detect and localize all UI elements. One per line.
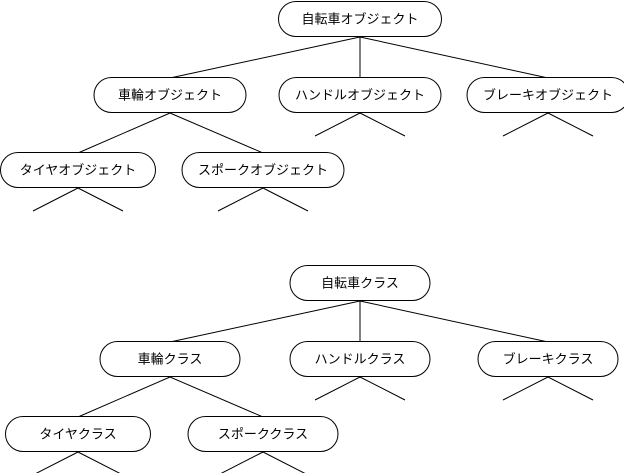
tree-node-cls-root[interactable]: 自転車クラス: [289, 265, 431, 301]
tree-edge-stub: [77, 187, 124, 212]
tree-node-cls-tire[interactable]: タイヤクラス: [5, 416, 151, 452]
tree-edge: [359, 36, 549, 79]
node-shape: [289, 341, 431, 377]
tree-edge-stub: [77, 451, 121, 473]
node-label: タイヤクラス: [39, 428, 116, 443]
node-label: ブレーキクラス: [503, 352, 594, 368]
node-shape: [466, 77, 624, 113]
node-label: ハンドルオブジェクト: [295, 88, 425, 104]
node-label: 車輪クラス: [138, 352, 203, 368]
tree-edge-stub: [35, 451, 79, 473]
tree-node-obj-tire[interactable]: タイヤオブジェクト: [0, 152, 156, 188]
tree-edge: [169, 376, 264, 418]
node-label: 車輪オブジェクト: [118, 88, 222, 104]
tree-node-obj-spoke[interactable]: スポークオブジェクト: [181, 152, 345, 188]
tree-edge-stub: [547, 112, 594, 137]
tree-edge: [169, 300, 361, 343]
tree-node-obj-brake[interactable]: ブレーキオブジェクト: [466, 77, 624, 113]
node-label: 自転車オブジェクト: [301, 12, 418, 28]
tree-node-cls-brake[interactable]: ブレーキクラス: [477, 341, 619, 377]
tree-edge: [77, 376, 171, 418]
tree-edge-stub: [32, 187, 79, 212]
node-shape: [99, 341, 241, 377]
node-label: スポーククラス: [218, 428, 308, 443]
tree-node-cls-spoke[interactable]: スポーククラス: [187, 416, 339, 452]
tree-edge-stub: [220, 451, 264, 473]
node-shape: [187, 416, 339, 452]
tree-node-cls-handle[interactable]: ハンドルクラス: [289, 341, 431, 377]
tree-node-cls-wheel[interactable]: 車輪クラス: [99, 341, 241, 377]
tree-edge: [77, 112, 171, 154]
node-label: タイヤオブジェクト: [20, 163, 137, 179]
node-label: 自転車クラス: [321, 277, 399, 292]
tree-edge-stub: [262, 187, 309, 212]
tree-edge-stub: [359, 112, 406, 137]
node-shape: [289, 265, 431, 301]
tree-edge-stub: [262, 451, 306, 473]
node-shape: [278, 77, 442, 113]
tree-edge-stub: [547, 376, 594, 401]
tree-edge-stub: [502, 376, 549, 401]
edge-group: [35, 300, 594, 473]
tree-node-obj-wheel[interactable]: 車輪オブジェクト: [93, 77, 247, 113]
node-shape: [0, 152, 156, 188]
node-label: ブレーキオブジェクト: [483, 88, 613, 104]
tree-edge-stub: [217, 187, 264, 212]
tree-edge: [169, 112, 264, 154]
tree-edge-stub: [314, 112, 361, 137]
edge-group: [32, 36, 594, 212]
tree-node-obj-handle[interactable]: ハンドルオブジェクト: [278, 77, 442, 113]
tree-edge: [359, 300, 549, 343]
node-shape: [477, 341, 619, 377]
tree-edge-stub: [502, 112, 549, 137]
node-shape: [278, 1, 442, 37]
tree-edge-stub: [314, 376, 361, 401]
node-label: ハンドルクラス: [315, 353, 406, 368]
tree-edge-stub: [359, 376, 406, 401]
node-shape: [5, 416, 151, 452]
node-shape: [93, 77, 247, 113]
node-label: スポークオブジェクト: [198, 163, 328, 179]
tree-node-obj-root[interactable]: 自転車オブジェクト: [278, 1, 442, 37]
node-shape: [181, 152, 345, 188]
tree-edge: [169, 36, 361, 79]
